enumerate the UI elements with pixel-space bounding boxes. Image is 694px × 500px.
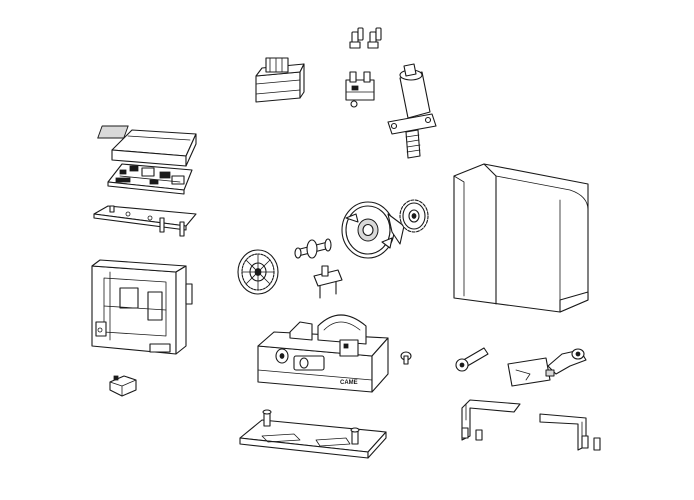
connector-pins xyxy=(349,27,382,49)
terminal-block xyxy=(109,375,137,397)
large-gear-left xyxy=(237,249,279,295)
gearbox-housing: CAME xyxy=(257,314,389,393)
control-board xyxy=(107,163,193,195)
motor xyxy=(387,63,437,159)
mounting-plate xyxy=(93,205,197,237)
small-bolt xyxy=(400,351,412,365)
output-pinion xyxy=(399,199,429,233)
outer-cover xyxy=(453,163,589,313)
brand-logo: CAME xyxy=(340,380,358,386)
release-lever xyxy=(313,265,343,299)
lock-assembly xyxy=(507,348,587,387)
limit-switch xyxy=(345,71,375,108)
chassis-frame xyxy=(91,259,193,355)
drive-shaft xyxy=(294,238,332,259)
base-plate xyxy=(239,409,387,459)
limit-bracket-right xyxy=(539,413,601,451)
release-key xyxy=(455,347,489,372)
limit-bracket-left xyxy=(461,399,521,441)
board-cover xyxy=(97,125,197,167)
transformer xyxy=(255,57,305,103)
gear-cover-disc xyxy=(341,201,405,259)
